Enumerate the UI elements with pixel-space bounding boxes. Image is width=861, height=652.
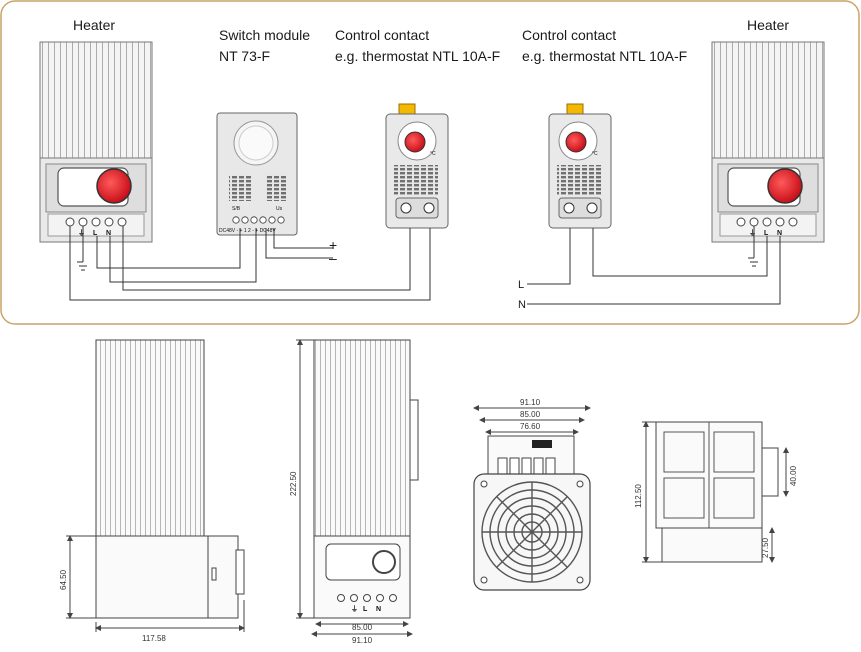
dc-minus-label: – (329, 250, 337, 266)
dim-rear-inner: 40.00 (789, 465, 798, 486)
switch-module-title: Switch module (219, 27, 310, 43)
thermo-1-unit: °C (430, 151, 436, 157)
terminal-n-left: N (106, 230, 111, 237)
switch-terminal-legend: DC48V - + 1 2 - + DC48V (219, 228, 276, 234)
ground-symbol-left: ⏚ (78, 229, 85, 237)
dim-rear-bottom: 27.50 (761, 537, 770, 558)
dim-top-mid: 85.00 (520, 410, 541, 419)
thermo-2-unit: °C (592, 151, 598, 157)
dim-front-inner: 85.00 (352, 623, 373, 632)
thermostat-knob-icon (767, 168, 803, 204)
heater-left-title: Heater (73, 17, 115, 33)
switch-module-model: NT 73-F (219, 48, 270, 64)
thermostat-dial-icon (404, 131, 426, 153)
switch-led-us: Us (276, 206, 283, 212)
dim-top-outer: 91.10 (520, 398, 541, 407)
dim-front-outer: 91.10 (352, 636, 373, 645)
dim-side-width: 117.58 (142, 634, 166, 643)
rear-view-drawing (642, 421, 789, 563)
line-n-label: N (518, 299, 526, 311)
front-terminal-n: N (376, 606, 381, 613)
thermostat-knob-icon (96, 168, 132, 204)
wires (69, 226, 781, 305)
line-l-label: L (518, 279, 524, 291)
thermostat-dial-icon (565, 131, 587, 153)
terminal-l-left: L (93, 230, 98, 237)
front-ground-symbol: ⏚ (351, 605, 358, 613)
dim-front-height: 222.50 (289, 471, 298, 496)
dc-plus-label: + (329, 237, 337, 253)
control-contact-2-subtitle: e.g. thermostat NTL 10A-F (522, 48, 687, 64)
top-view-drawing (473, 405, 591, 591)
dim-side-height: 64.50 (59, 569, 68, 590)
control-contact-1-subtitle: e.g. thermostat NTL 10A-F (335, 48, 500, 64)
side-view-drawing (66, 339, 245, 632)
thermostat-2: °C (548, 103, 612, 229)
heater-left: ⏚ L N (39, 41, 153, 243)
heater-right-title: Heater (747, 17, 789, 33)
terminal-n-right: N (777, 230, 782, 237)
heater-right: ⏚ L N (711, 41, 825, 243)
control-contact-2-title: Control contact (522, 27, 616, 43)
front-view-drawing: ⏚ L N (296, 339, 419, 637)
terminal-l-right: L (764, 230, 769, 237)
thermostat-1: °C (385, 103, 449, 229)
knob-outline-icon (372, 550, 396, 574)
dim-rear-height: 112.50 (634, 484, 643, 508)
switch-module: S/B Us DC48V - + 1 2 - + DC48V (216, 112, 298, 236)
dim-top-inner: 76.60 (520, 422, 541, 431)
front-terminal-l: L (363, 606, 368, 613)
switch-led-sb: S/B (232, 206, 241, 212)
control-contact-1-title: Control contact (335, 27, 429, 43)
ground-symbol-right: ⏚ (749, 229, 756, 237)
